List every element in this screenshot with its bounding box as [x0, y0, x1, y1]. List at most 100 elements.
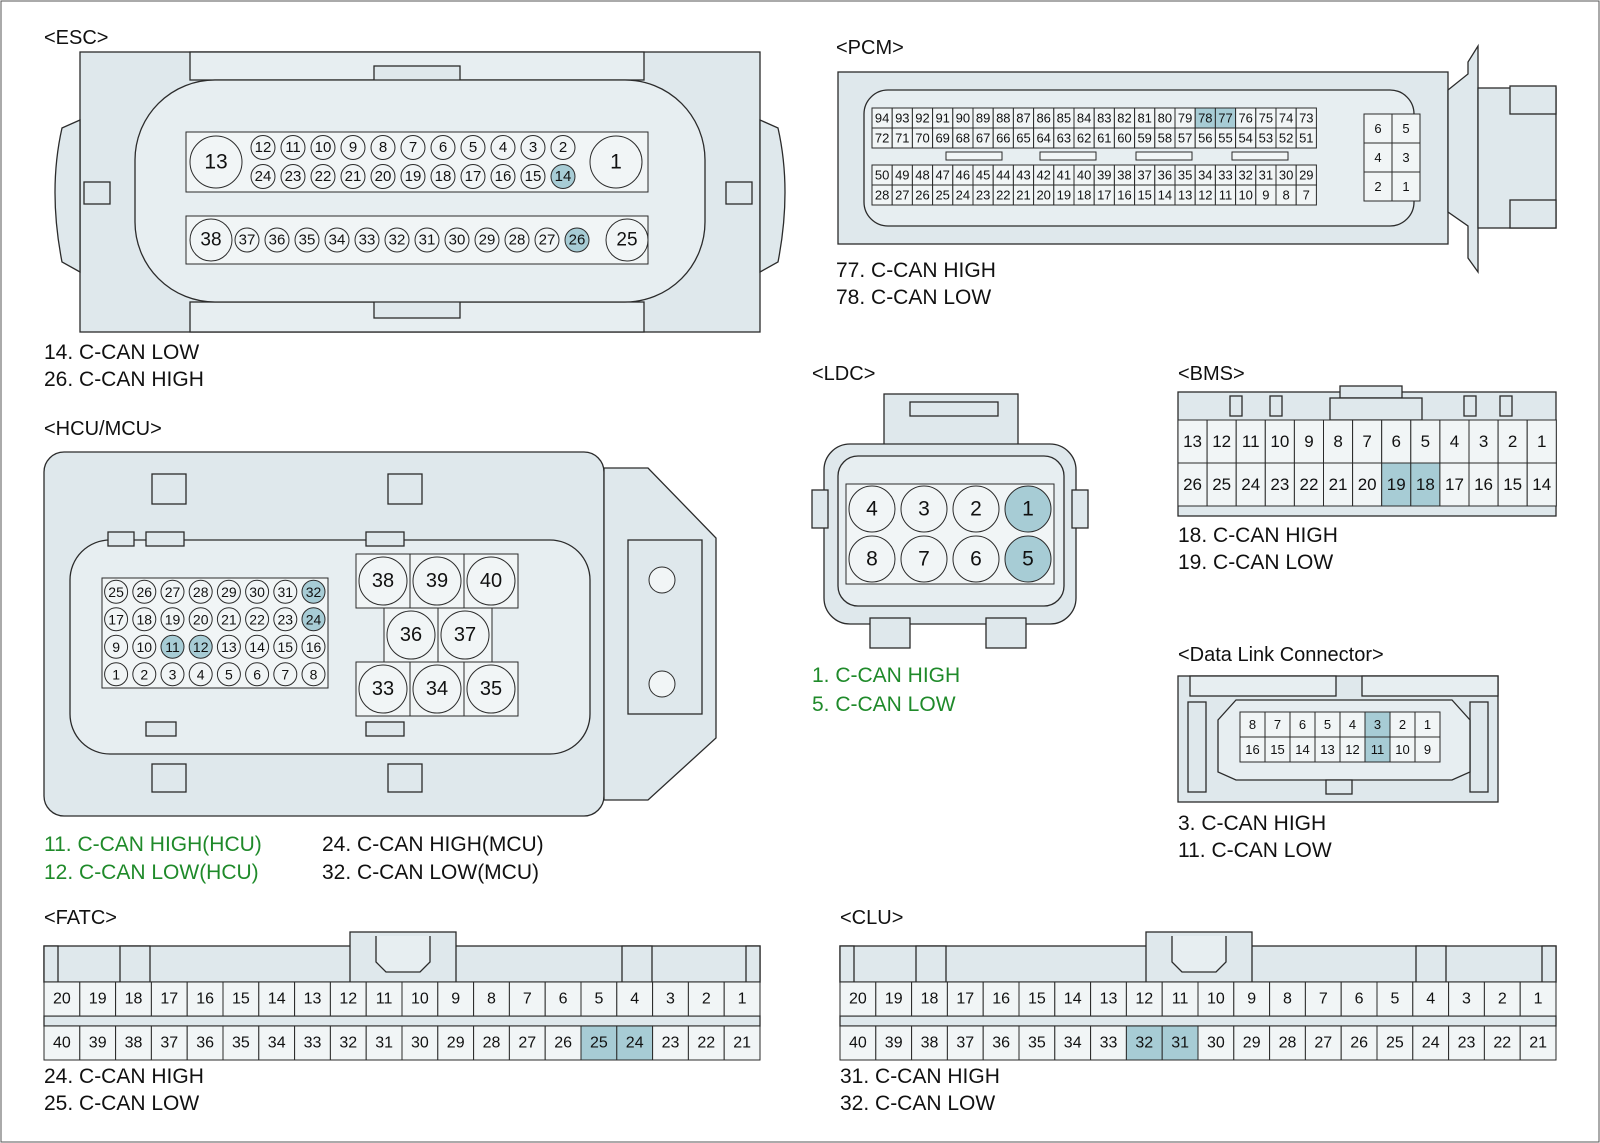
- svg-text:14: 14: [1064, 991, 1082, 1008]
- svg-text:24: 24: [306, 611, 322, 627]
- svg-text:5: 5: [225, 666, 233, 682]
- pin-33: 33: [354, 227, 380, 253]
- svg-text:7: 7: [1319, 991, 1328, 1008]
- svg-text:17: 17: [465, 168, 482, 185]
- pin-26: 26: [544, 1025, 582, 1061]
- svg-text:9: 9: [112, 639, 120, 655]
- pin-24: 24: [301, 607, 326, 632]
- pin-5: 5: [1004, 535, 1052, 583]
- svg-text:32: 32: [1135, 1035, 1153, 1052]
- svg-text:81: 81: [1137, 111, 1151, 126]
- pin-3: 3: [1391, 142, 1421, 173]
- pin-26: 26: [1340, 1025, 1378, 1061]
- svg-text:88: 88: [996, 111, 1010, 126]
- svg-text:12: 12: [1345, 742, 1359, 757]
- pin-17: 17: [1439, 462, 1470, 507]
- svg-text:24: 24: [1241, 475, 1260, 494]
- svg-text:79: 79: [1178, 111, 1192, 126]
- pin-37: 37: [946, 1025, 984, 1061]
- svg-text:14: 14: [1532, 475, 1551, 494]
- svg-text:6: 6: [559, 991, 568, 1008]
- esc-title: <ESC>: [44, 27, 108, 49]
- pin-29: 29: [474, 227, 500, 253]
- pin-28: 28: [871, 184, 893, 206]
- pin-7: 7: [508, 981, 546, 1017]
- pin-14: 14: [245, 634, 270, 659]
- svg-text:31: 31: [1171, 1035, 1189, 1052]
- svg-text:6: 6: [253, 666, 261, 682]
- pin-16: 16: [1113, 184, 1136, 206]
- svg-text:27: 27: [165, 584, 181, 600]
- svg-text:9: 9: [1424, 742, 1431, 757]
- pin-2: 2: [132, 662, 157, 687]
- pin-85: 85: [1053, 107, 1075, 129]
- pin-11: 11: [1364, 736, 1391, 763]
- pin-29: 29: [437, 1025, 475, 1061]
- pin-18: 18: [115, 981, 152, 1017]
- hcu-pin-label: 12. C-CAN LOW(HCU): [44, 861, 259, 884]
- svg-text:85: 85: [1057, 111, 1071, 126]
- pin-61: 61: [1093, 127, 1115, 149]
- svg-text:8: 8: [1282, 188, 1289, 203]
- svg-text:35: 35: [480, 678, 502, 700]
- pin-21: 21: [340, 164, 366, 189]
- pin-26: 26: [132, 579, 157, 604]
- pin-87: 87: [1012, 107, 1035, 129]
- svg-text:1: 1: [1424, 717, 1431, 732]
- svg-text:37: 37: [239, 232, 256, 249]
- svg-text:23: 23: [285, 168, 302, 185]
- pin-48: 48: [911, 164, 934, 186]
- pin-37: 37: [234, 227, 260, 253]
- pin-13: 13: [189, 135, 243, 189]
- svg-text:37: 37: [956, 1035, 974, 1052]
- pin-28: 28: [1269, 1025, 1306, 1061]
- svg-text:34: 34: [329, 232, 346, 249]
- pin-34: 34: [409, 661, 465, 717]
- pin-39: 39: [409, 553, 465, 609]
- svg-text:1: 1: [738, 991, 747, 1008]
- pin-54: 54: [1235, 127, 1257, 149]
- svg-text:2: 2: [1374, 179, 1381, 194]
- svg-text:17: 17: [1445, 475, 1464, 494]
- svg-text:78: 78: [1198, 111, 1212, 126]
- svg-text:13: 13: [1183, 432, 1202, 451]
- svg-text:27: 27: [1314, 1035, 1332, 1052]
- svg-text:75: 75: [1259, 111, 1273, 126]
- pin-18: 18: [430, 164, 456, 189]
- svg-text:5: 5: [1421, 432, 1430, 451]
- pin-68: 68: [952, 127, 974, 149]
- pin-5: 5: [216, 662, 241, 687]
- svg-text:65: 65: [1016, 131, 1030, 146]
- svg-text:38: 38: [921, 1035, 939, 1052]
- pin-20: 20: [43, 981, 81, 1017]
- pin-24: 24: [1235, 462, 1266, 507]
- svg-text:21: 21: [1016, 188, 1030, 203]
- svg-text:30: 30: [1279, 168, 1293, 183]
- pin-7: 7: [900, 535, 948, 583]
- pin-2: 2: [687, 981, 725, 1017]
- pcm-key-slot: [945, 151, 1003, 161]
- svg-text:16: 16: [196, 991, 214, 1008]
- pin-57: 57: [1174, 127, 1196, 149]
- svg-text:51: 51: [1299, 131, 1313, 146]
- pin-9: 9: [340, 135, 366, 160]
- pin-17: 17: [150, 981, 188, 1017]
- svg-text:11: 11: [285, 139, 301, 156]
- svg-text:77: 77: [1218, 111, 1232, 126]
- svg-text:18: 18: [137, 611, 153, 627]
- pin-23: 23: [1448, 1025, 1485, 1061]
- pcm-key-slot: [1135, 151, 1193, 161]
- svg-text:26: 26: [915, 188, 929, 203]
- pin-2: 2: [550, 135, 576, 160]
- pin-10: 10: [310, 135, 336, 160]
- pin-83: 83: [1093, 107, 1115, 129]
- svg-text:54: 54: [1238, 131, 1252, 146]
- pin-14: 14: [1289, 736, 1316, 763]
- svg-text:43: 43: [1016, 168, 1030, 183]
- svg-text:22: 22: [1493, 1035, 1511, 1052]
- pin-15: 15: [520, 164, 546, 189]
- pin-23: 23: [972, 184, 994, 206]
- svg-text:10: 10: [137, 639, 153, 655]
- pin-4: 4: [490, 135, 516, 160]
- pin-65: 65: [1012, 127, 1035, 149]
